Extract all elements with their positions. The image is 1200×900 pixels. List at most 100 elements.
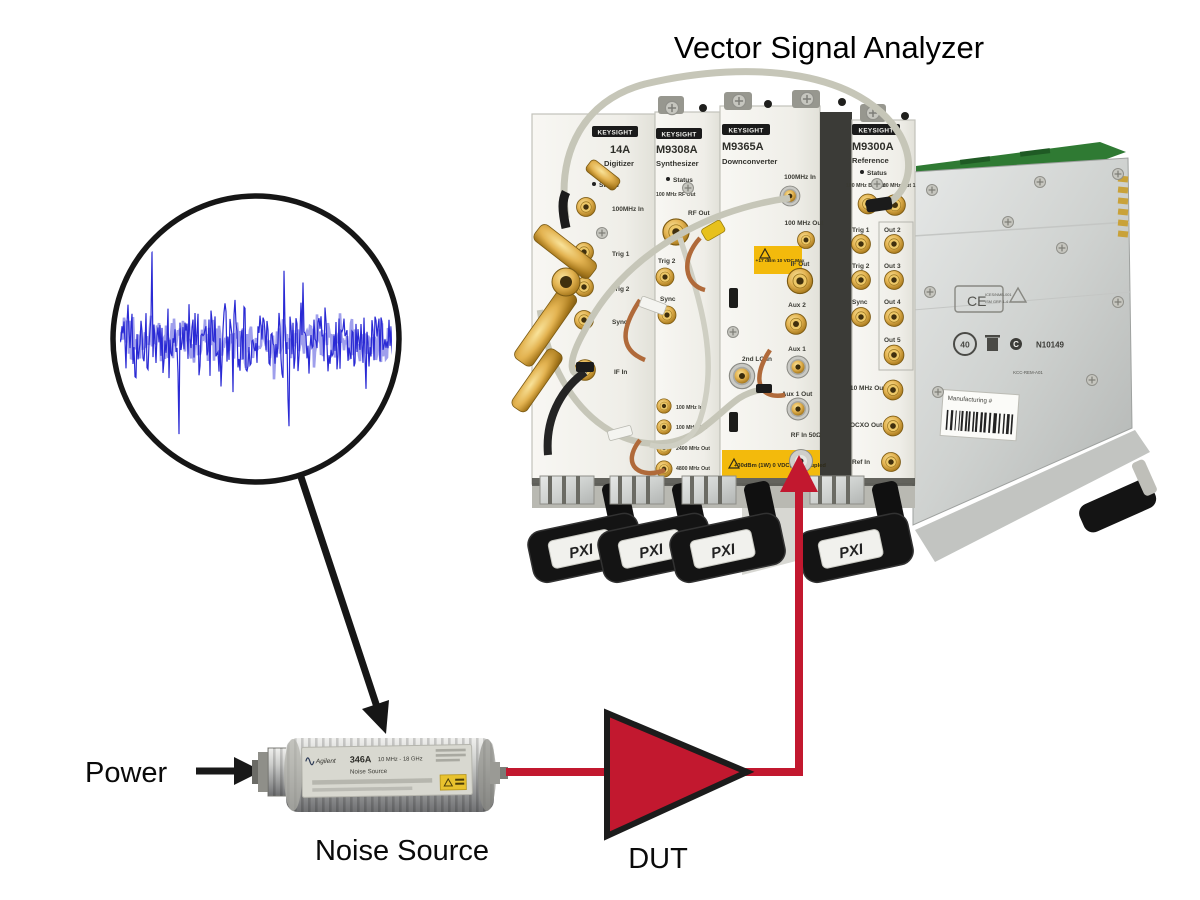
barcode	[945, 409, 1014, 435]
usb-slot	[729, 412, 738, 432]
module-model: M9300A	[852, 141, 894, 153]
module-model: M9308A	[656, 144, 698, 156]
screw	[1033, 175, 1047, 189]
copper-jumper	[685, 236, 706, 293]
gold-tee-adapter	[511, 159, 621, 413]
port-label: Sync	[612, 319, 628, 326]
barcode-bar	[1005, 414, 1010, 435]
module-digitizer: KEYSIGHT 14A Digitizer Status 100MHz In …	[592, 126, 644, 376]
gold-pad	[1117, 186, 1129, 194]
port-label: 100 MHz RF Out	[656, 192, 696, 198]
chassis-bottom-rail	[915, 430, 1150, 562]
status-label: Status	[673, 177, 693, 184]
barcode-bar	[958, 410, 961, 431]
right-ejector-latch	[1079, 459, 1157, 533]
power-arrowhead-icon	[234, 757, 262, 785]
port-label: Out 2	[884, 227, 901, 234]
port-label: Aux 1	[788, 346, 806, 353]
coax-cables	[536, 68, 912, 476]
module-model: M9365A	[722, 141, 764, 153]
screw	[731, 93, 747, 109]
device-range: 10 MHz - 18 GHz	[378, 756, 423, 763]
cable-label-sleeve	[638, 296, 667, 315]
dut-amplifier-symbol	[604, 708, 755, 841]
smb-connector	[884, 234, 904, 254]
port-label: Sync	[852, 299, 868, 306]
pxi-latch-label: PXI	[838, 540, 866, 562]
port-label: Trig 2	[852, 263, 870, 270]
gold-pad	[1117, 219, 1129, 227]
smb-connector	[882, 415, 904, 437]
port-label: Out 4	[884, 299, 901, 306]
smb-connector	[576, 197, 596, 217]
barcode-bar	[979, 412, 984, 433]
screw	[870, 177, 884, 191]
smb-connector	[851, 307, 871, 327]
ce-mark: CE	[967, 293, 986, 309]
sma-connector	[786, 397, 810, 421]
chassis-markings: CE ICES/NMB-001 ISM GRP 1-4 40 C N10149 …	[939, 285, 1065, 442]
pxi-latch-label: PXI	[710, 540, 738, 562]
led-hole	[699, 104, 707, 112]
keysight-badge: KEYSIGHT	[858, 128, 893, 135]
page-title: Vector Signal Analyzer	[674, 30, 984, 65]
smb-connector	[655, 267, 675, 287]
manufacturing-barcode-label: Manufacturing #	[939, 388, 1020, 442]
pxi-latch-label: PXI	[638, 540, 666, 562]
compliance-line-2: ISM GRP 1-4	[985, 299, 1009, 304]
smb-connector	[881, 452, 901, 472]
status-label: Status	[867, 170, 887, 177]
zoom-arrowhead-icon	[362, 700, 389, 734]
recycle-40-mark: 40	[960, 340, 970, 350]
port-label: Ref In	[852, 459, 870, 466]
barcode-bar	[949, 410, 954, 431]
backplane-contacts	[1117, 175, 1129, 238]
smb-connector	[656, 419, 672, 435]
device-model: 346A	[350, 754, 372, 764]
port-label: Aux 2	[788, 302, 806, 309]
signal-path-line	[506, 490, 803, 776]
power-input: Power	[85, 757, 262, 789]
led-hole	[838, 98, 846, 106]
smb-connector	[785, 313, 807, 335]
smb-connector	[884, 270, 904, 290]
sma-connector	[728, 362, 756, 390]
port-label: 10 MHz Out	[850, 385, 886, 392]
port-label: 100MHz In	[784, 174, 816, 181]
barcode-bar	[992, 413, 998, 434]
cable-connector	[756, 384, 772, 393]
keysight-badge: KEYSIGHT	[661, 132, 696, 139]
module-subtitle: Synthesizer	[656, 159, 699, 168]
smb-connector	[796, 230, 816, 250]
port-label: Sync	[660, 296, 676, 303]
smb-connector	[656, 398, 672, 414]
smb-connector	[882, 379, 904, 401]
device-type: Noise Source	[350, 768, 388, 776]
noise-source-device: Agilent 346A 10 MHz - 18 GHz Noise Sourc…	[252, 738, 508, 812]
barcode-bar	[983, 412, 987, 433]
port-label: Trig 1	[852, 227, 870, 234]
signal-arrowhead-icon	[780, 455, 818, 492]
power-label: Power	[85, 757, 168, 789]
empty-slot-gap	[820, 112, 852, 484]
port-label: Out 5	[884, 337, 901, 344]
port-label: 100MHz In	[612, 206, 644, 213]
device-label-plate: Agilent 346A 10 MHz - 18 GHz Noise Sourc…	[301, 744, 473, 798]
copper-jumper	[629, 438, 666, 476]
port-label: Trig 1	[612, 251, 630, 258]
screw	[931, 385, 945, 399]
signal-path	[506, 455, 818, 841]
cert-number: N10149	[1036, 341, 1065, 350]
screw	[681, 181, 695, 195]
barcode-bar	[1010, 414, 1014, 435]
led-hole	[764, 100, 772, 108]
port-label: 4800 MHz Out	[676, 466, 710, 472]
port-label: OCXO Out	[850, 422, 883, 429]
barcode-bar	[954, 410, 957, 431]
zoom-leader-line	[297, 475, 381, 709]
barcode-bar	[967, 411, 971, 432]
weee-bin-icon	[987, 338, 998, 351]
screw	[799, 91, 815, 107]
barcode-bar	[997, 413, 1001, 434]
